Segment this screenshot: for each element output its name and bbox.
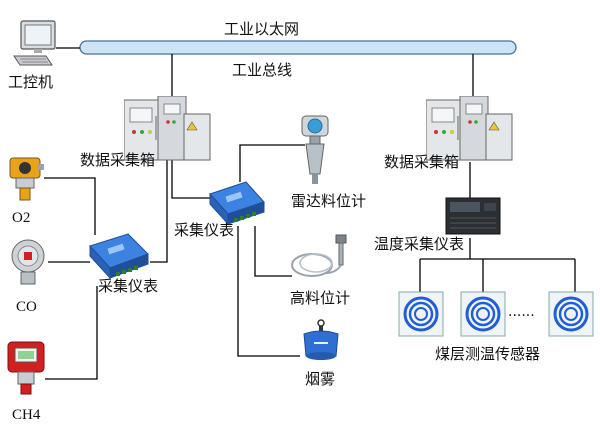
ipc-label: 工控机 <box>8 73 54 91</box>
wire-instrument-highlevel <box>254 226 292 277</box>
o2-label: O2 <box>12 210 31 226</box>
o2-sensor-icon <box>9 157 44 201</box>
ellipsis-label: ...... <box>508 304 535 320</box>
coal-temp-sensor-label: 煤层测温传感器 <box>435 345 541 363</box>
daq-cabinet-right <box>426 96 513 161</box>
ch4-sensor-icon <box>7 341 45 395</box>
industrial-ethernet-bus <box>79 40 517 55</box>
instrument-left-label: 采集仪表 <box>98 277 159 295</box>
acquisition-instrument-center <box>209 181 265 226</box>
high-level-gauge-icon <box>291 234 347 277</box>
ch4-label: CH4 <box>12 407 41 423</box>
daq-box-left-label: 数据采集箱 <box>80 151 156 169</box>
co-label: CO <box>16 299 37 315</box>
ethernet-label: 工业以太网 <box>224 20 300 38</box>
radar-level-gauge-icon <box>301 115 329 184</box>
daq-cabinet-left <box>124 96 211 161</box>
co-sensor-icon <box>11 239 45 285</box>
wire-ch4 <box>45 286 98 380</box>
coal-temp-sensor-3 <box>548 291 594 337</box>
bus-label: 工业总线 <box>232 61 293 79</box>
temp-instrument-label: 温度采集仪表 <box>374 235 465 253</box>
smoke-label: 烟雾 <box>305 370 336 388</box>
high-level-label: 高料位计 <box>290 289 351 307</box>
daq-box-right-label: 数据采集箱 <box>384 153 460 171</box>
smoke-detector-icon <box>303 319 339 360</box>
acquisition-instrument-left <box>89 233 149 280</box>
wire-instrument-smoke <box>237 226 300 357</box>
wire-cabinet-center-instrument <box>171 160 214 199</box>
instrument-center-label: 采集仪表 <box>174 221 235 239</box>
computer-icon <box>13 20 56 66</box>
coal-temp-sensor-2 <box>460 291 506 337</box>
wire-instrument-radar <box>239 144 305 182</box>
temperature-acquisition-instrument <box>445 197 501 235</box>
wire-o2 <box>44 177 96 235</box>
wire-cabinet-left-instrument <box>150 160 168 263</box>
coal-temp-sensor-1 <box>398 291 444 337</box>
radar-level-label: 雷达料位计 <box>291 192 367 210</box>
